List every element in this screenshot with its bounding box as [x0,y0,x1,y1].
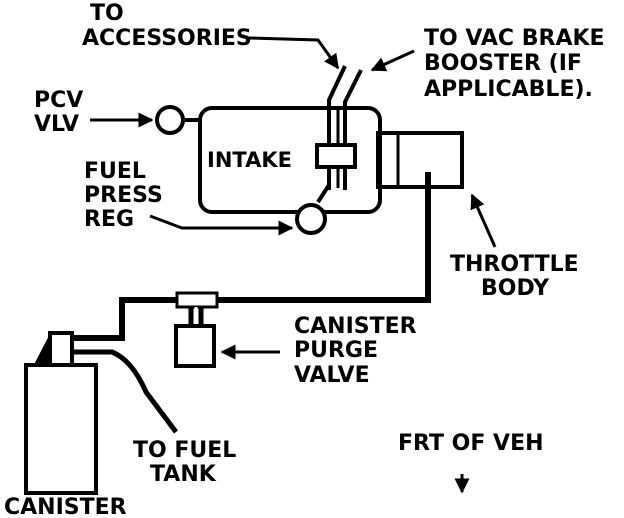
label-front-of-vehicle: FRT OF VEH [398,431,544,456]
pcv-valve [155,105,185,135]
leader-lines [90,36,497,494]
purge-vacuum-line [72,172,431,341]
canister-purge-valve [174,324,216,368]
fuel-pressure-regulator [295,203,327,235]
label-vac-brake-line1: TO VAC BRAKE [424,26,605,51]
canister-fittings [32,331,74,367]
label-to-fuel-tank-line2: TANK [150,462,217,487]
label-canister: CANISTER [4,495,127,518]
label-to-fuel-tank-line1: TO FUEL [133,438,236,463]
label-pcv-line1: PCV [34,88,83,113]
labels: TO ACCESSORIES TO VAC BRAKE BOOSTER (IF … [4,1,605,518]
vacuum-tubes-top [327,65,363,190]
label-vac-brake-line2: BOOSTER (IF [424,51,582,76]
purge-valve-tee [175,291,219,326]
label-throttle-body-line2: BODY [481,276,550,301]
label-to-accessories-line2: ACCESSORIES [82,26,252,51]
label-canister-purge-valve-line2: PURGE [294,338,378,363]
label-pcv-line2: VLV [34,112,79,137]
throttle-body [376,131,464,189]
label-throttle-body-line1: THROTTLE [450,252,579,277]
label-fuel-press-reg-line2: PRESS [84,183,163,208]
label-fuel-press-reg-line3: REG [84,207,134,232]
label-canister-purge-valve-line1: CANISTER [294,314,417,339]
fuel-tank-vapor-hose [72,349,178,434]
label-canister-purge-valve-line3: VALVE [294,363,370,388]
label-vac-brake-line3: APPLICABLE). [424,77,593,102]
intake-label: INTAKE [207,148,292,172]
vacuum-fitting [315,143,357,169]
fuel-reg-vacuum-hose [316,170,331,204]
label-to-accessories-line1: TO [90,1,124,26]
label-fuel-press-reg-line1: FUEL [84,159,146,184]
charcoal-canister [24,363,98,495]
